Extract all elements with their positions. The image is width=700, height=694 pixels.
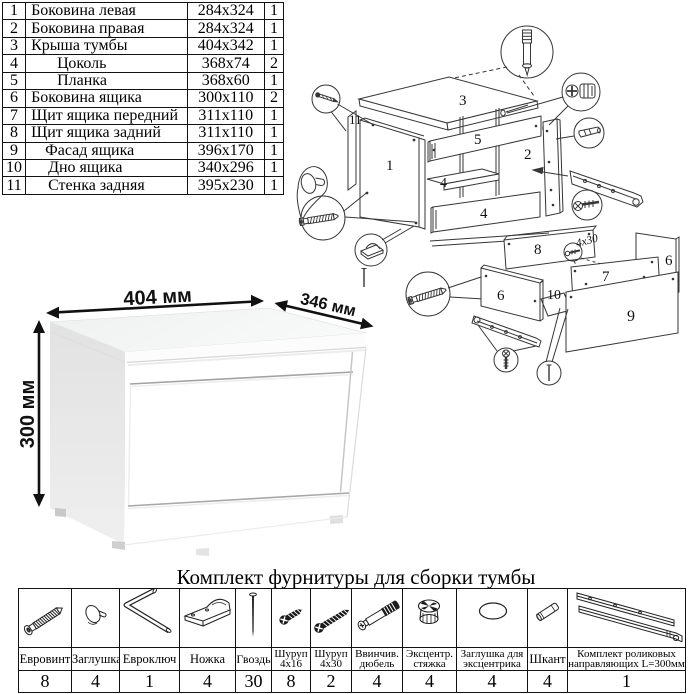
svg-text:8: 8	[534, 242, 542, 258]
svg-text:404 мм: 404 мм	[123, 285, 193, 311]
svg-text:10: 10	[547, 288, 561, 303]
svg-text:4х30: 4х30	[575, 232, 600, 249]
svg-text:3: 3	[459, 93, 467, 109]
svg-text:6: 6	[665, 253, 673, 269]
svg-text:4: 4	[440, 176, 447, 191]
svg-text:11: 11	[349, 112, 362, 127]
svg-text:5: 5	[474, 132, 482, 148]
svg-text:7: 7	[602, 269, 610, 285]
svg-text:6: 6	[497, 288, 505, 304]
svg-text:1: 1	[386, 158, 394, 174]
svg-text:2: 2	[524, 147, 532, 163]
svg-text:4: 4	[480, 206, 488, 222]
svg-text:9: 9	[627, 308, 635, 325]
svg-text:300 мм: 300 мм	[17, 380, 39, 449]
